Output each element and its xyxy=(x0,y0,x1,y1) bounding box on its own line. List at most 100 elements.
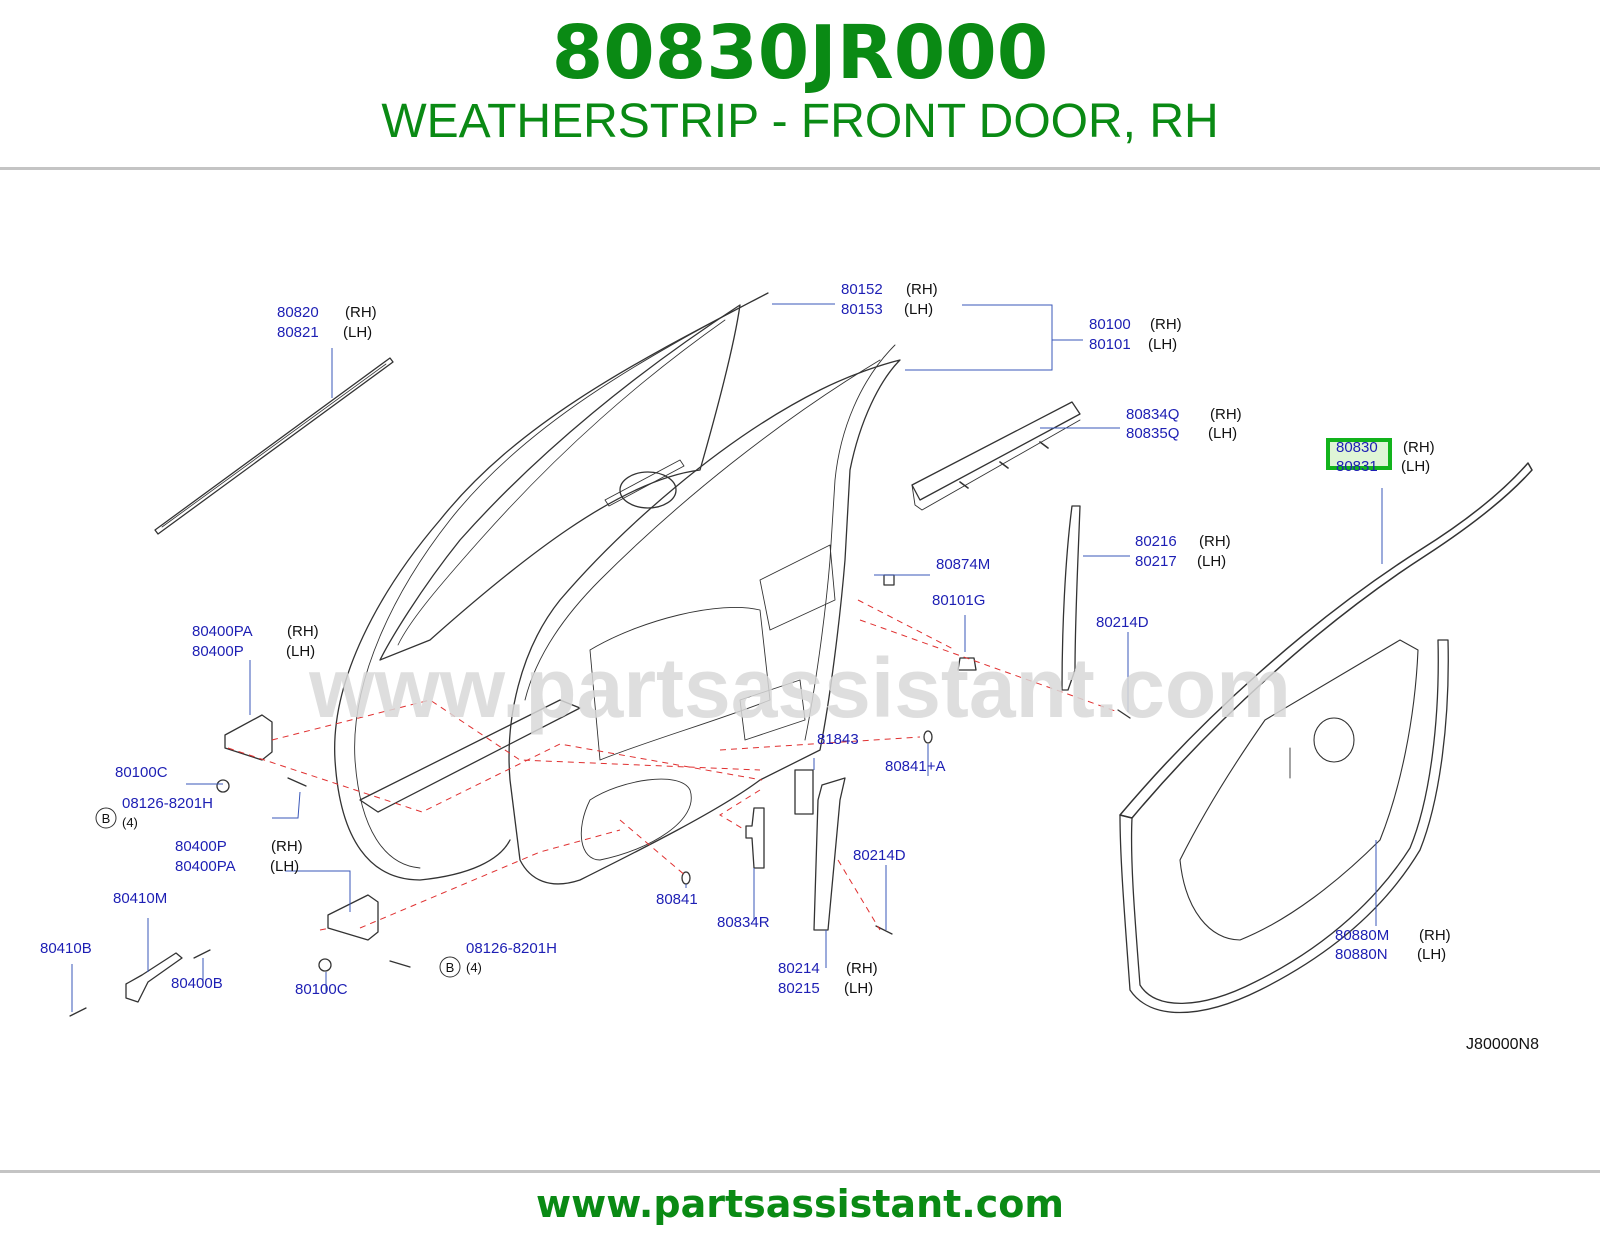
window-frame-inner xyxy=(397,319,726,646)
door-inner-cutout-1 xyxy=(759,544,836,631)
part-label-80152-2[interactable]: 80152 xyxy=(841,281,883,298)
part-label-80880m-35[interactable]: 80880M xyxy=(1335,927,1389,944)
part-label-80830-8[interactable]: 80830 xyxy=(1336,439,1378,456)
part-label-80100c-28[interactable]: 80100C xyxy=(295,981,348,998)
part-label-80216-10[interactable]: 80216 xyxy=(1135,533,1177,550)
leader-line-2 xyxy=(905,304,1083,371)
part-label-80820-0[interactable]: 80820 xyxy=(277,304,319,321)
window-frame xyxy=(379,304,741,661)
part-label-80100-4[interactable]: 80100 xyxy=(1089,316,1131,333)
door-inner-cutout-2 xyxy=(589,607,771,761)
part-label--4--19[interactable]: (4) xyxy=(122,815,138,830)
part-labels: 80820 (RH) 80821 (LH) 80152 (RH) 80153 (LH) 8010… xyxy=(40,281,1451,998)
footer-divider xyxy=(0,1170,1600,1173)
door-inner-cutout-3 xyxy=(580,778,692,861)
part-side-4: (RH) xyxy=(1150,316,1182,333)
part-label-80874m-12[interactable]: 80874M xyxy=(936,556,990,573)
door-inner-frame-b xyxy=(524,359,881,701)
part-label-80400b-27[interactable]: 80400B xyxy=(171,975,223,992)
weatherstrip-80830-lower xyxy=(1119,639,1449,1014)
dashed-line-1 xyxy=(271,699,761,771)
highlight-box-80830 xyxy=(1326,438,1392,470)
part-label-08126-8201h-18[interactable]: 08126-8201H xyxy=(122,795,213,812)
part-side-8: (RH) xyxy=(1403,439,1435,456)
header-divider xyxy=(0,167,1600,170)
part-side-5: (LH) xyxy=(1148,336,1177,353)
part-label-81843-20[interactable]: 81843 xyxy=(817,731,859,748)
part-label-80400pa-23[interactable]: 80400PA xyxy=(175,858,236,875)
bolt-80400b xyxy=(193,949,211,959)
part-label-80400p-16[interactable]: 80400P xyxy=(192,643,244,660)
part-side-36: (LH) xyxy=(1417,946,1446,963)
mirror-mount-bar xyxy=(604,459,685,507)
door-inner-cutout-4 xyxy=(739,679,806,741)
part-label-80834q-6[interactable]: 80834Q xyxy=(1126,406,1179,423)
circle-markers: B B xyxy=(95,807,461,978)
dashed-line-8 xyxy=(719,736,921,751)
dashed-line-4 xyxy=(857,599,956,651)
part-label-80153-3[interactable]: 80153 xyxy=(841,301,883,318)
circle-marker-b-upper xyxy=(95,807,117,829)
window-strip-80820 xyxy=(154,357,394,535)
part-side-7: (LH) xyxy=(1208,425,1237,442)
part-label-80214-33[interactable]: 80214 xyxy=(778,960,820,977)
part-label-80410b-26[interactable]: 80410B xyxy=(40,940,92,957)
figure-code: J80000N8 xyxy=(1466,1036,1539,1053)
nut-80100c-upper xyxy=(216,779,230,793)
nut-80100c-lower xyxy=(318,958,332,972)
part-label-80841-31[interactable]: 80841 xyxy=(656,891,698,908)
part-label-80217-11[interactable]: 80217 xyxy=(1135,553,1177,570)
part-label-80100c-17[interactable]: 80100C xyxy=(115,764,168,781)
hinge-lower xyxy=(327,894,379,941)
part-description-title: WEATHERSTRIP - FRONT DOOR, RH xyxy=(381,95,1219,148)
part-label-80834r-32[interactable]: 80834R xyxy=(717,914,770,931)
part-label-08126-8201h-29[interactable]: 08126-8201H xyxy=(466,940,557,957)
grommet-80101g xyxy=(957,657,977,671)
part-label-80831-9[interactable]: 80831 xyxy=(1336,458,1378,475)
window-strip-80820-inner xyxy=(161,363,387,528)
part-label-80214d-14[interactable]: 80214D xyxy=(1096,614,1149,631)
part-label-80841-a-21[interactable]: 80841+A xyxy=(885,758,945,775)
bracket-80834r xyxy=(745,807,765,869)
part-side-34: (LH) xyxy=(844,980,873,997)
part-label-80214d-24[interactable]: 80214D xyxy=(853,847,906,864)
part-label-80835q-7[interactable]: 80835Q xyxy=(1126,425,1179,442)
sash-80214 xyxy=(813,777,846,931)
door-inner-panel xyxy=(508,359,901,885)
part-side-1: (LH) xyxy=(343,324,372,341)
part-label-80880n-36[interactable]: 80880N xyxy=(1335,946,1388,963)
part-label-80400pa-15[interactable]: 80400PA xyxy=(192,623,253,640)
part-side-9: (LH) xyxy=(1401,458,1430,475)
circle-marker-b-lower-letter: B xyxy=(446,960,455,975)
door-seal-80880m-hole xyxy=(1313,717,1355,763)
part-side-10: (RH) xyxy=(1199,533,1231,550)
door-outer-panel-edge xyxy=(354,296,761,869)
part-side-23: (LH) xyxy=(270,858,299,875)
part-side-15: (RH) xyxy=(287,623,319,640)
part-label--4--30[interactable]: (4) xyxy=(466,960,482,975)
dashed-line-9 xyxy=(619,819,687,877)
dashed-alignment-lines xyxy=(227,599,1119,931)
sash-80216 xyxy=(1061,505,1081,691)
part-side-6: (RH) xyxy=(1210,406,1242,423)
part-side-22: (RH) xyxy=(271,838,303,855)
door-inner-frame xyxy=(804,344,896,741)
part-label-80101-5[interactable]: 80101 xyxy=(1089,336,1131,353)
page-header: 80830JR000 WEATHERSTRIP - FRONT DOOR, RH xyxy=(0,0,1600,168)
part-side-2: (RH) xyxy=(906,281,938,298)
part-label-80400p-22[interactable]: 80400P xyxy=(175,838,227,855)
parts-diagram: www.partsassistant.com B B 80820(RH)8082… xyxy=(40,281,1539,1053)
bolt-80410b xyxy=(69,1007,87,1017)
part-label-80821-1[interactable]: 80821 xyxy=(277,324,319,341)
part-label-80101g-13[interactable]: 80101G xyxy=(932,592,985,609)
part-side-35: (RH) xyxy=(1419,927,1451,944)
watermark-text: www.partsassistant.com xyxy=(308,641,1291,735)
door-seal-80880m xyxy=(1179,639,1419,941)
part-label-80410m-25[interactable]: 80410M xyxy=(113,890,167,907)
highlighted-part-box xyxy=(1326,438,1392,470)
dashed-line-5 xyxy=(859,619,1119,713)
footer-website-link[interactable]: www.partsassistant.com xyxy=(536,1182,1064,1226)
part-label-80215-34[interactable]: 80215 xyxy=(778,980,820,997)
leader-lines xyxy=(71,303,1383,1012)
bolt-80214d-upper xyxy=(1117,709,1131,719)
